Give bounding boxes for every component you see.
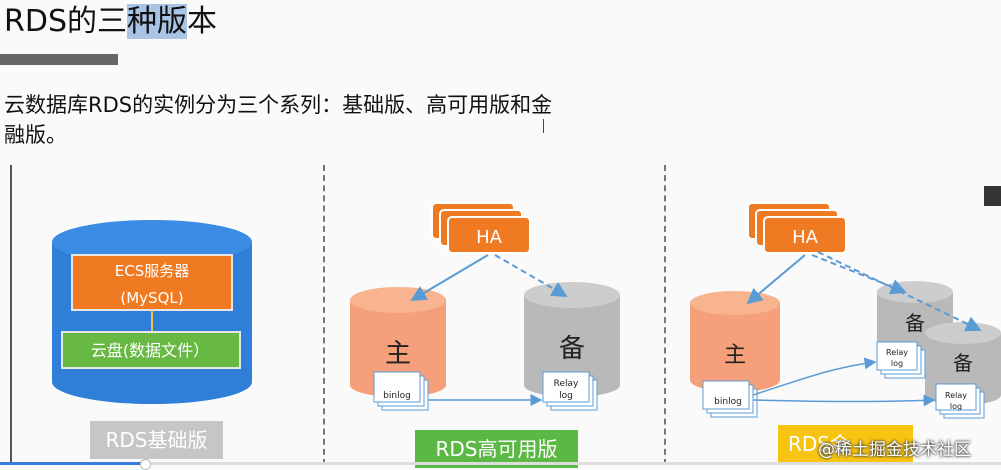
title-underline bbox=[0, 54, 118, 65]
finance-relay2-line2: log bbox=[950, 402, 962, 411]
ha-edition-label: RDS高可用版 bbox=[415, 430, 578, 468]
finance-master-label: 主 bbox=[724, 343, 746, 368]
finance-standby1-label: 备 bbox=[905, 311, 925, 335]
master-label: 主 bbox=[385, 339, 411, 369]
relay-log-label-line2: log bbox=[559, 391, 573, 401]
watermark: @稀土掘金技术社区 bbox=[818, 440, 971, 460]
relay-log-doc bbox=[542, 371, 598, 411]
standby-label: 备 bbox=[559, 334, 585, 364]
title-prefix: RDS的三 bbox=[4, 4, 127, 39]
title-suffix: 本 bbox=[187, 4, 217, 39]
ecs-server-box bbox=[71, 254, 233, 311]
finance-binlog-to-relay2-arrow bbox=[752, 394, 936, 407]
ha-to-master-arrow bbox=[410, 254, 489, 302]
title-highlight: 种版 bbox=[127, 4, 187, 39]
column-divider-2 bbox=[664, 165, 666, 465]
ecs-server-label: ECS服务器 bbox=[115, 262, 189, 280]
subtitle: 云数据库RDS的实例分为三个系列：基础版、高可用版和金融版。 bbox=[4, 93, 553, 147]
finance-relay-log-doc-1 bbox=[876, 341, 926, 379]
video-progress-bar[interactable] bbox=[0, 459, 1001, 470]
left-divider bbox=[10, 165, 12, 465]
binlog-doc bbox=[373, 371, 429, 411]
finance-relay-log-doc-2 bbox=[935, 383, 985, 419]
finance-edition-label: RDS金 bbox=[778, 425, 913, 463]
column-divider-1 bbox=[323, 165, 325, 465]
ha-to-standby-arrow bbox=[494, 254, 568, 298]
finance-relay2-line1: Relay bbox=[945, 391, 967, 400]
page-title: RDS的三种版本 bbox=[4, 2, 217, 42]
ecs-server-sublabel: (MySQL) bbox=[120, 289, 183, 307]
basic-edition-label: RDS基础版 bbox=[90, 421, 223, 459]
finance-binlog-label: binlog bbox=[714, 397, 742, 407]
finance-binlog-to-relay1-arrow bbox=[752, 357, 877, 396]
finance-relay1-line1: Relay bbox=[886, 348, 908, 357]
relay-log-label-line1: Relay bbox=[554, 379, 579, 389]
finance-ha-to-standby1-arrow bbox=[811, 254, 907, 295]
cloud-disk-box bbox=[61, 331, 241, 369]
text-cursor bbox=[543, 119, 544, 133]
finance-ha-node-stack bbox=[747, 202, 847, 254]
video-progress-fill bbox=[0, 462, 146, 465]
finance-ha-to-master-arrow bbox=[746, 254, 806, 305]
finance-binlog-doc bbox=[702, 380, 758, 418]
ha-node-stack bbox=[431, 202, 531, 254]
ha-label: HA bbox=[476, 227, 503, 248]
finance-standby2-label: 备 bbox=[953, 351, 973, 375]
finance-master-cylinder bbox=[690, 291, 780, 392]
cloud-disk-label: 云盘(数据文件） bbox=[91, 341, 209, 360]
finance-relay1-line2: log bbox=[891, 359, 903, 368]
binlog-label: binlog bbox=[383, 391, 411, 401]
finance-ha-label: HA bbox=[792, 227, 819, 248]
side-panel-toggle[interactable] bbox=[984, 186, 1001, 206]
